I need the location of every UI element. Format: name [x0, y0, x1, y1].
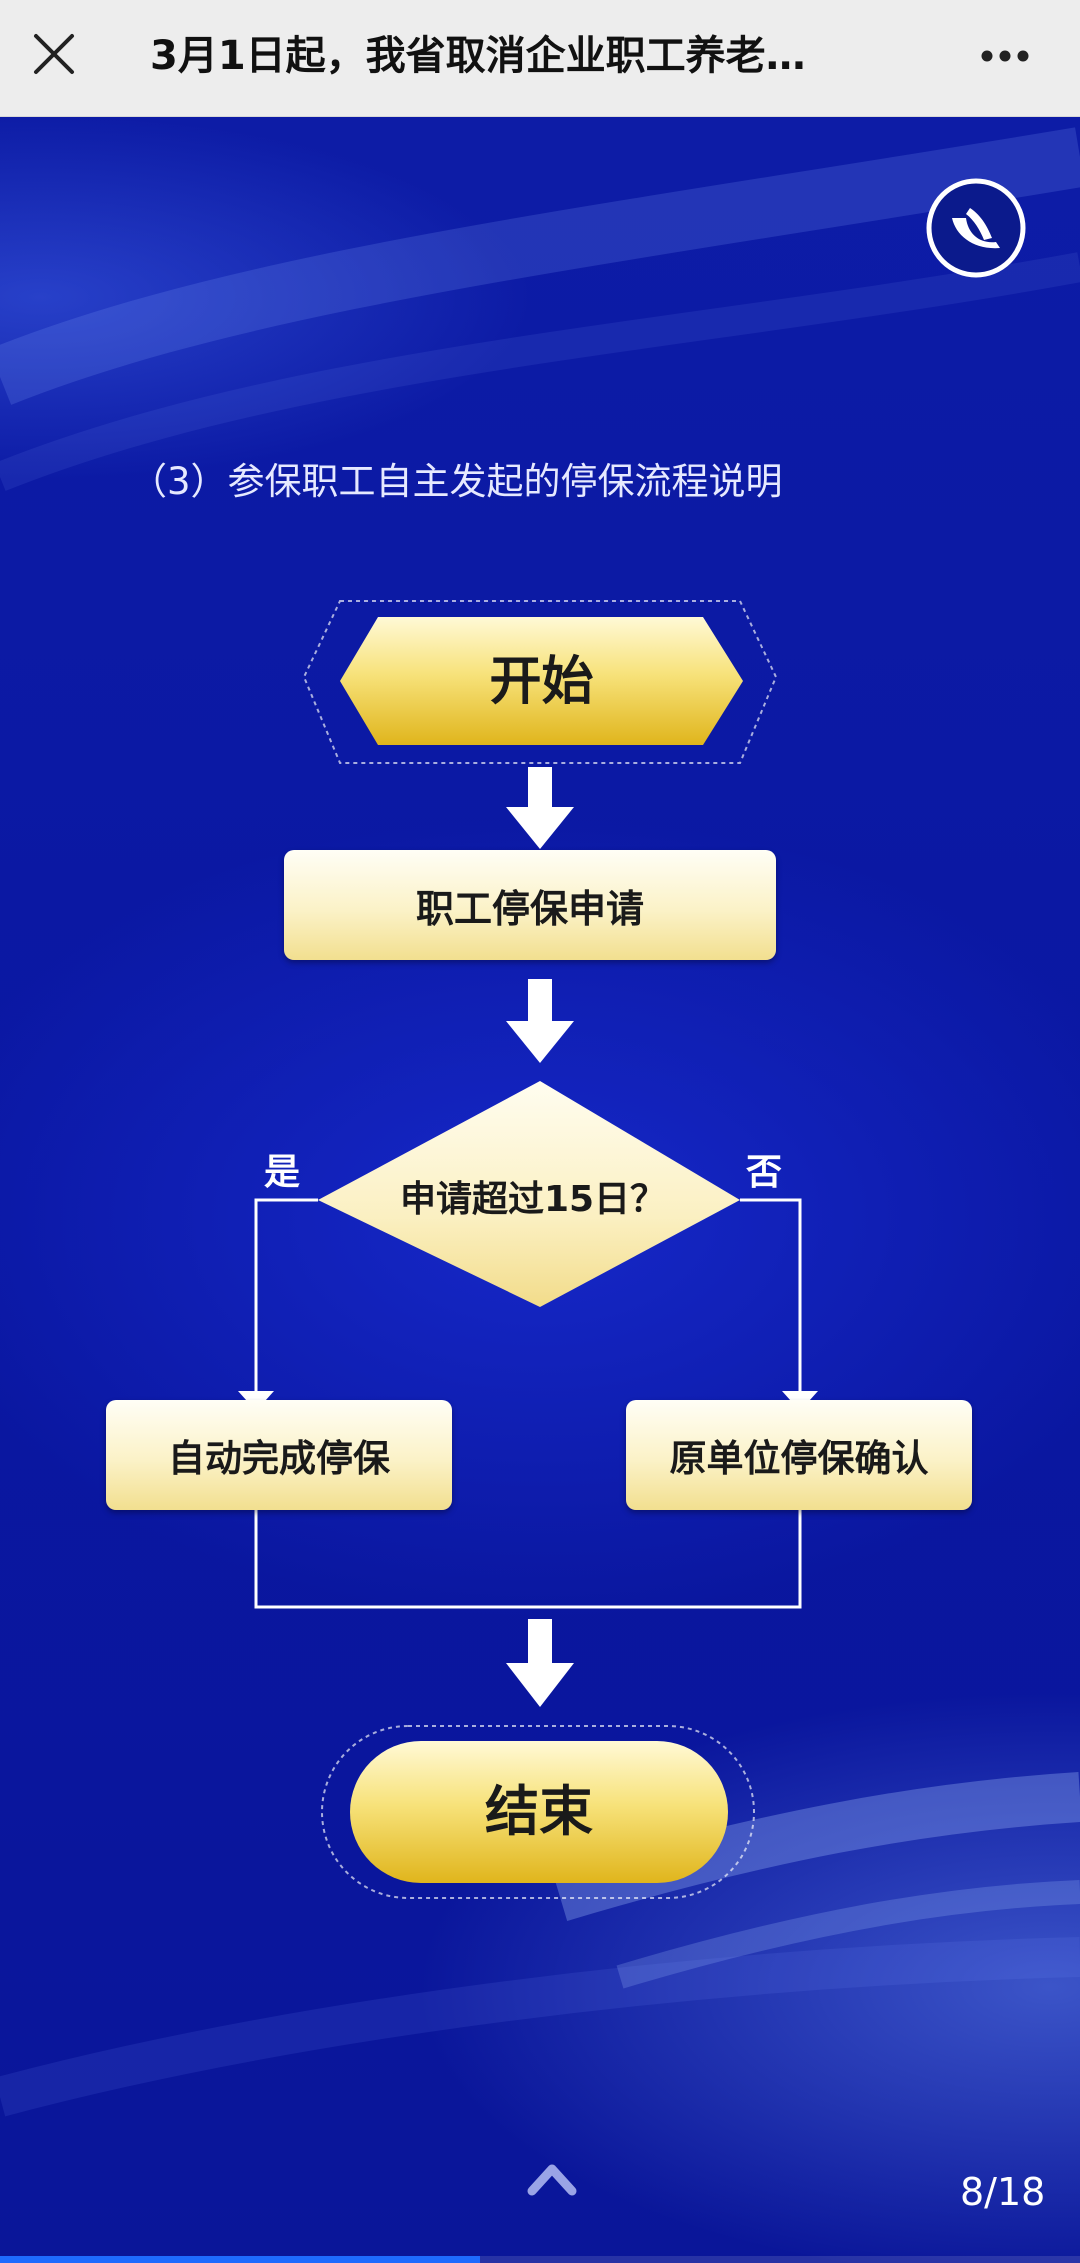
- chevron-up-icon: [527, 2164, 577, 2196]
- page-title: 3月1日起，我省取消企业职工养老…: [150, 33, 806, 79]
- arrow-start-to-apply: [506, 767, 574, 849]
- close-icon: [34, 34, 74, 74]
- start-node-label: 开始: [489, 652, 594, 712]
- decision-node-label: 申请超过15日？: [399, 1179, 667, 1220]
- service-logo-icon: [926, 178, 1026, 278]
- no-branch-label: 否: [746, 1152, 783, 1193]
- start-node-outline: [302, 600, 778, 764]
- top-bar: 3月1日起，我省取消企业职工养老…: [0, 0, 1080, 117]
- scroll-up-button[interactable]: [522, 2153, 582, 2203]
- arrow-merge-to-end: [506, 1619, 574, 1707]
- more-button[interactable]: [970, 24, 1040, 88]
- flowchart-graphics: [238, 600, 818, 1899]
- arrow-apply-to-decision: [506, 979, 574, 1063]
- page-progress-fill: [0, 2256, 480, 2263]
- slide-area: （3）参保职工自主发起的停保流程说明: [0, 117, 1080, 2263]
- flow-subtitle: （3）参保职工自主发起的停保流程说明: [130, 460, 783, 503]
- close-button[interactable]: [22, 22, 86, 86]
- end-node-outline: [321, 1725, 755, 1899]
- page-progress-track: [0, 2256, 1080, 2263]
- decision-node-shape: [318, 1081, 740, 1307]
- apply-node: 职工停保申请: [284, 850, 776, 960]
- yes-branch-label: 是: [264, 1152, 301, 1193]
- service-logo: [926, 178, 1026, 278]
- end-node-label: 结束: [485, 1780, 593, 1843]
- end-node-shape: [350, 1741, 728, 1883]
- auto-stop-node: 自动完成停保: [106, 1400, 452, 1510]
- branch-lines: [254, 1198, 802, 1609]
- page-indicator: 8/18: [960, 2170, 1046, 2214]
- more-icon: [981, 50, 1029, 62]
- employer-confirm-node: 原单位停保确认: [626, 1400, 972, 1510]
- start-node-shape: [340, 617, 743, 745]
